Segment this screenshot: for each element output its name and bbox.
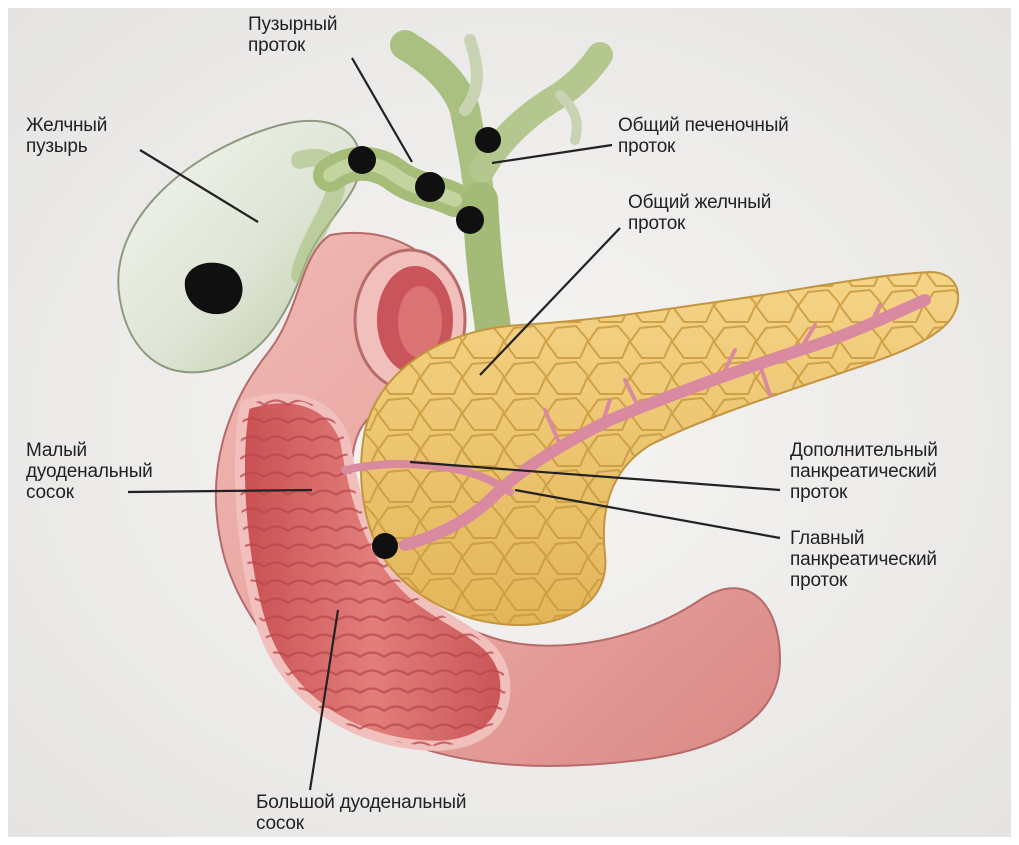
label-line: Главный xyxy=(790,528,937,549)
label-line: Пузырный xyxy=(248,14,337,35)
label-line: Общий желчный xyxy=(628,192,771,213)
label-cystic-duct: Пузырный проток xyxy=(248,14,337,56)
label-line: Дополнительный xyxy=(790,440,938,461)
label-line: проток xyxy=(618,136,789,157)
label-line: Общий печеночный xyxy=(618,115,789,136)
label-accessory-duct: Дополнительный панкреатический проток xyxy=(790,440,938,503)
label-line: сосок xyxy=(256,813,466,834)
label-main-duct: Главный панкреатический проток xyxy=(790,528,937,591)
gallstone xyxy=(372,533,398,559)
label-line: проток xyxy=(248,35,337,56)
label-line: проток xyxy=(628,213,771,234)
label-line: сосок xyxy=(26,482,153,503)
label-line: Желчный xyxy=(26,115,107,136)
label-minor-papilla: Малый дуоденальный сосок xyxy=(26,440,153,503)
label-line: панкреатический xyxy=(790,549,937,570)
gallstone xyxy=(475,127,501,153)
gallstone xyxy=(456,206,484,234)
gallstone xyxy=(348,146,376,174)
label-line: пузырь xyxy=(26,136,107,157)
label-line: Большой дуоденальный xyxy=(256,792,466,813)
label-common-hepatic-duct: Общий печеночный проток xyxy=(618,115,789,157)
label-line: проток xyxy=(790,482,938,503)
label-gallbladder: Желчный пузырь xyxy=(26,115,107,157)
label-line: проток xyxy=(790,570,937,591)
gallstone xyxy=(415,172,445,202)
label-common-bile-duct: Общий желчный проток xyxy=(628,192,771,234)
label-line: Малый xyxy=(26,440,153,461)
label-major-papilla: Большой дуоденальный сосок xyxy=(256,792,466,834)
label-line: панкреатический xyxy=(790,461,938,482)
label-line: дуоденальный xyxy=(26,461,153,482)
